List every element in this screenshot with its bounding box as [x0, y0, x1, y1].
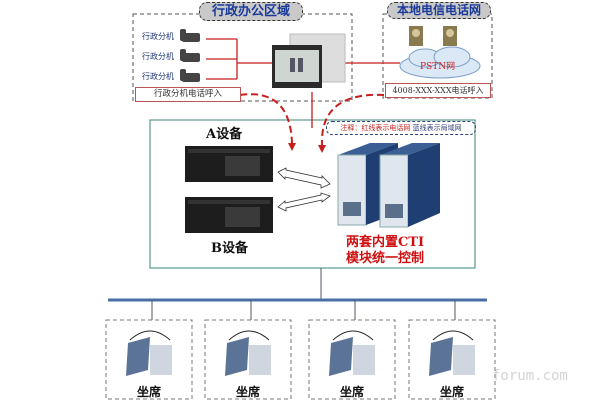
agent-boxes: [105, 319, 496, 400]
watermark: forum.com: [492, 368, 568, 384]
extension-label: 行政分机: [142, 72, 174, 81]
telecom-incoming-label: 4008-XXX-XXX电话呼入: [385, 83, 491, 98]
note-lan: 蓝线表示局域网: [412, 124, 462, 132]
office-zone-title: 行政办公区域: [199, 2, 303, 21]
extension-label: 行政分机: [142, 52, 174, 61]
phone-network-lines: [206, 38, 400, 146]
device-a-chassis: [185, 146, 273, 182]
agent-workstation-icon: [429, 330, 475, 376]
phone-icon: [180, 29, 200, 42]
agent-workstation-icon: [329, 330, 375, 376]
agent-label: 坐席: [339, 385, 364, 399]
extension-label: 行政分机: [142, 32, 174, 41]
phone-icon: [180, 49, 200, 62]
agent-workstation-icon: [126, 330, 172, 376]
device-b-chassis: [185, 197, 273, 233]
pbx-switch: [272, 33, 346, 88]
note-phone-network: 注释：红线表示电话网: [340, 124, 411, 132]
person-photo: [443, 26, 457, 46]
cti-caption-line2: 模块统一控制: [345, 251, 424, 266]
agent-workstation-icon: [225, 330, 271, 376]
telecom-zone-box: [382, 13, 493, 99]
agent-label: 坐席: [439, 385, 464, 399]
device-b-label: B设备: [211, 241, 248, 256]
device-a-label: A设备: [206, 127, 243, 142]
cti-server-icon: [337, 143, 440, 228]
pstn-cloud-icon: [399, 46, 481, 79]
person-photo: [409, 26, 423, 46]
arrow-down-icon: [288, 143, 296, 151]
pstn-label: PSTN网: [420, 62, 456, 72]
office-incoming-label: 行政分机电话呼入: [135, 87, 241, 102]
lan-lines: [108, 268, 487, 320]
phone-icon: [180, 69, 200, 82]
cti-caption-line1: 两套内置CTI: [345, 235, 425, 250]
telecom-zone-title: 本地电信电话网: [387, 2, 491, 19]
agent-label: 坐席: [235, 385, 260, 399]
legend-note: 注释：红线表示电话网 蓝线表示局域网: [326, 121, 476, 135]
office-zone-box: [132, 13, 353, 102]
arrow-down-icon: [318, 145, 326, 153]
double-arrow-icon: [277, 167, 331, 212]
agent-label: 坐席: [136, 385, 161, 399]
